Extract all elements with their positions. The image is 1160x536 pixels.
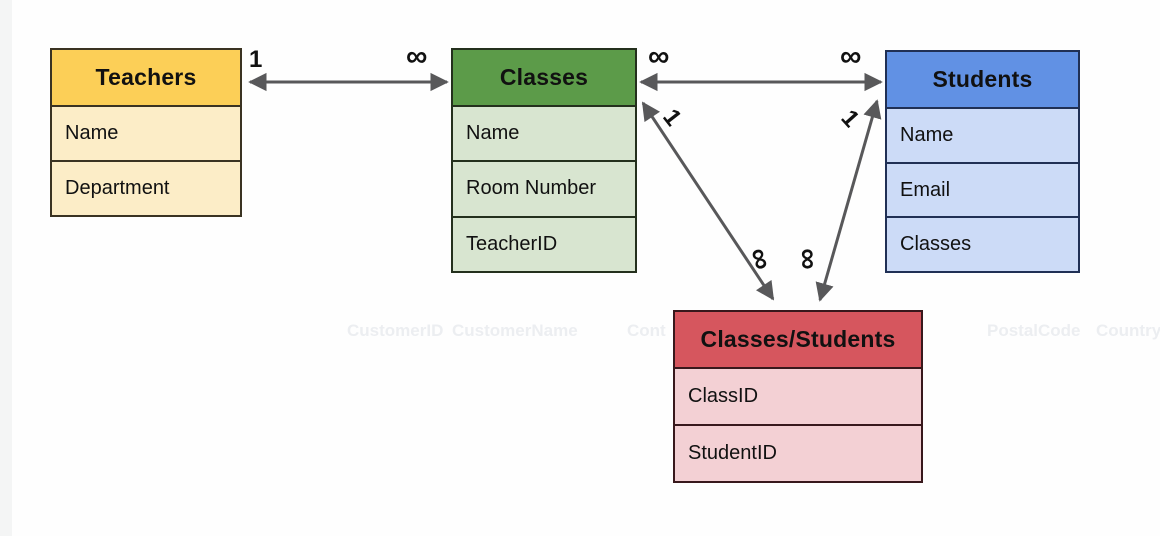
cardinality-label-classes-one: 1	[657, 104, 687, 132]
ghost-text: Cont	[627, 321, 666, 340]
cardinality-label-teachers-one: 1	[249, 46, 263, 73]
entity-header-students: Students	[887, 52, 1078, 109]
cardinality-label-students-one: 1	[835, 104, 865, 133]
cardinality-label-students-many: ∞	[840, 40, 862, 73]
connector-students-junction	[815, 99, 882, 302]
cardinality-label-junction-many-right: ∞	[791, 247, 826, 271]
field-row: Classes	[887, 218, 1078, 272]
left-gutter	[0, 0, 12, 536]
ghost-text: PostalCode	[987, 321, 1081, 340]
cardinality-label-classes-many-2: ∞	[648, 40, 670, 73]
entity-header-teachers: Teachers	[52, 50, 240, 107]
cardinality-label-classes-many: ∞	[406, 40, 428, 73]
field-row: Name	[453, 107, 635, 163]
field-row: Email	[887, 163, 1078, 219]
field-row: Room Number	[453, 162, 635, 218]
ghost-text: CustomerID	[347, 321, 444, 340]
field-row: TeacherID	[453, 217, 635, 271]
field-row: StudentID	[675, 426, 921, 481]
field-row: Name	[52, 107, 240, 162]
cardinality-label-junction-many-left: ∞	[741, 243, 780, 275]
entity-table-students: Students Name Email Classes	[885, 50, 1080, 273]
ghost-text: CustomerName	[452, 321, 578, 340]
ghost-text: Country	[1096, 321, 1160, 340]
field-row: Department	[52, 162, 240, 215]
entity-table-classes-students: Classes/Students ClassID StudentID	[673, 310, 923, 483]
field-row: Name	[887, 109, 1078, 164]
field-row: ClassID	[675, 369, 921, 426]
entity-header-classes-students: Classes/Students	[675, 312, 921, 369]
ghost-text-layer: CustomerID CustomerName Cont PostalCode …	[0, 321, 1160, 341]
entity-table-teachers: Teachers Name Department	[50, 48, 242, 217]
entity-table-classes: Classes Name Room Number TeacherID	[451, 48, 637, 273]
entity-header-classes: Classes	[453, 50, 635, 107]
